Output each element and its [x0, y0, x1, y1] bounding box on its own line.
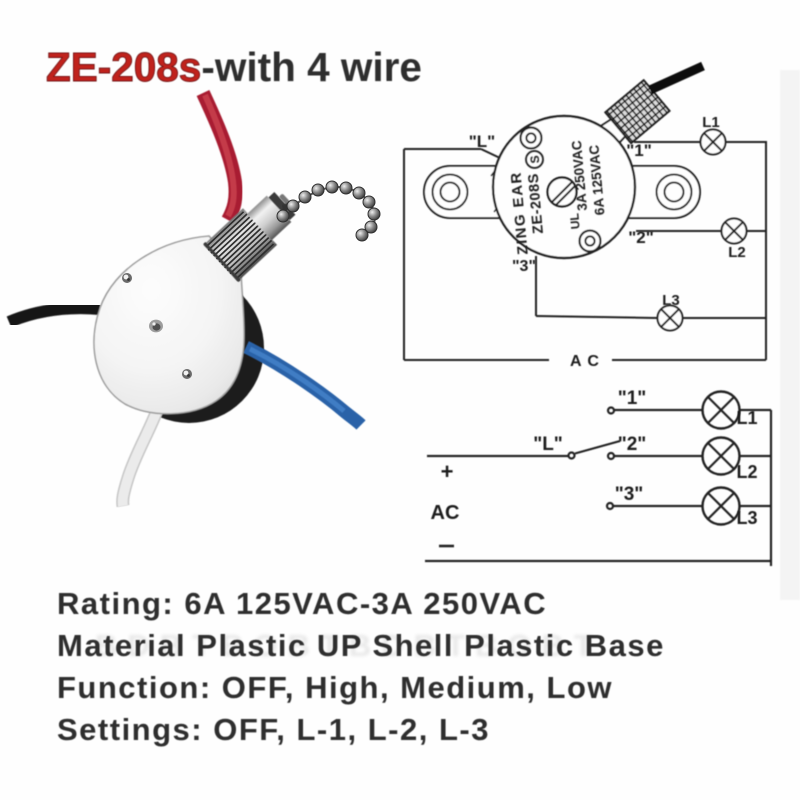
svg-text:A C: A C	[570, 353, 600, 370]
svg-text:AC: AC	[431, 502, 460, 524]
svg-text:"L": "L"	[533, 434, 563, 455]
svg-text:L1: L1	[702, 114, 720, 131]
svg-text:"3": "3"	[512, 258, 536, 275]
svg-text:L2: L2	[736, 462, 757, 482]
svg-text:Settings: OFF, L-1, L-2, L-3: Settings: OFF, L-1, L-2, L-3	[57, 712, 490, 747]
svg-text:S: S	[528, 155, 543, 164]
svg-text:ZE-208S: ZE-208S	[526, 173, 547, 235]
svg-text:L3: L3	[662, 292, 680, 309]
svg-text:"2": "2"	[618, 434, 647, 455]
svg-text:Rating: 6A 125VAC-3A 250VAC: Rating: 6A 125VAC-3A 250VAC	[57, 586, 547, 621]
svg-text:"1": "1"	[618, 388, 647, 409]
svg-text:"3": "3"	[615, 484, 644, 505]
svg-text:ZE-208s-with 4 wire: ZE-208s-with 4 wire	[46, 44, 422, 90]
svg-text:Material Plastic UP Shell Plas: Material Plastic UP Shell Plastic Base	[57, 628, 665, 663]
svg-text:"2": "2"	[628, 228, 654, 247]
svg-text:L1: L1	[736, 408, 757, 428]
svg-text:L2: L2	[728, 244, 746, 261]
svg-text:"L": "L"	[469, 132, 496, 151]
svg-text:UL: UL	[567, 213, 582, 230]
svg-text:6A 125VAC: 6A 125VAC	[586, 144, 607, 216]
svg-text:BDBTBOBTBDBTBOBT: BDBTBOBTBDBTBOBT	[95, 628, 603, 663]
svg-text:"1": "1"	[626, 141, 652, 160]
svg-text:Function: OFF, High, Medium, L: Function: OFF, High, Medium, Low	[57, 670, 613, 705]
svg-text:+: +	[441, 459, 454, 484]
svg-text:L3: L3	[736, 508, 757, 528]
